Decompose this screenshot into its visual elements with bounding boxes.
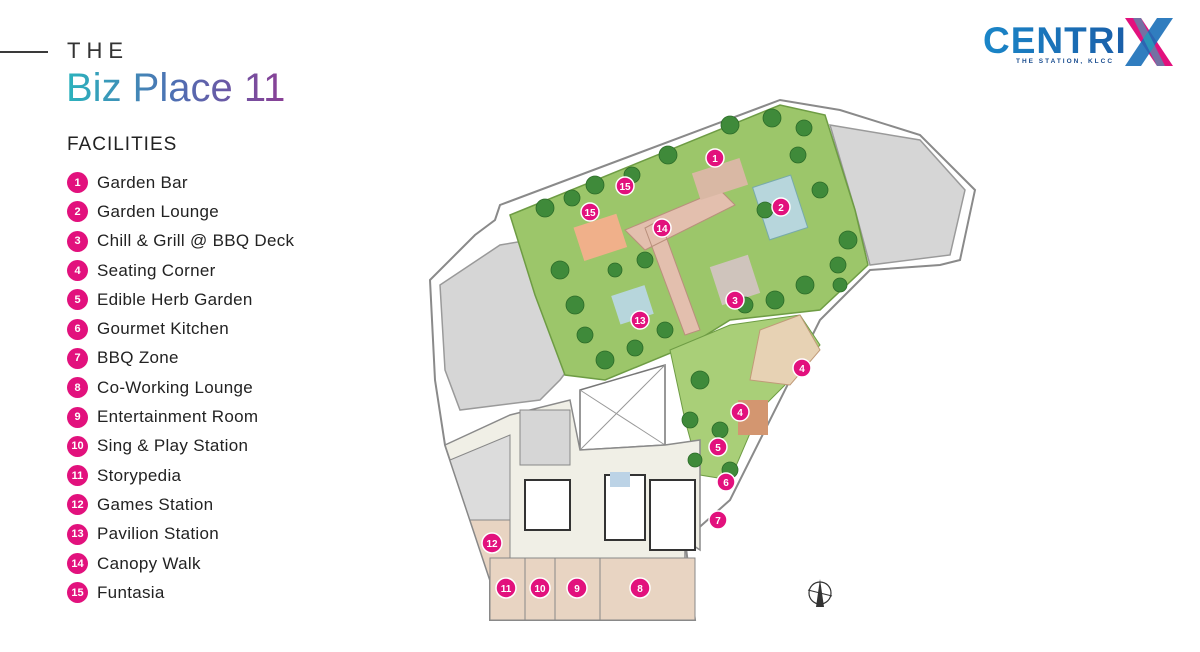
floor-plan-map: 1 2 3 4 4 5 6 7 8 9 10 11 12 13 14 15 15 <box>428 98 977 621</box>
legend-badge: 11 <box>67 465 88 487</box>
lift-lobby <box>610 472 630 487</box>
map-marker-4b: 4 <box>730 402 750 422</box>
roof-garden <box>509 104 869 381</box>
legend-label: Canopy Walk <box>97 553 201 573</box>
legend-item: 11 Storypedia <box>67 461 294 490</box>
page-title: Biz Place 11 <box>66 66 286 110</box>
map-marker-2: 2 <box>771 197 791 217</box>
marker-label: 10 <box>534 584 546 595</box>
legend-badge: 4 <box>67 260 88 282</box>
legend-badge: 13 <box>67 523 88 545</box>
legend-item: 8 Co-Working Lounge <box>67 373 294 402</box>
marker-label: 8 <box>637 584 643 595</box>
legend-item: 15 Funtasia <box>67 578 294 607</box>
map-marker-11: 11 <box>495 577 517 599</box>
marker-label: 6 <box>723 478 729 489</box>
legend-item: 5 Edible Herb Garden <box>67 285 294 314</box>
legend-label: Garden Bar <box>97 172 188 192</box>
legend-item: 10 Sing & Play Station <box>67 432 294 461</box>
bbq-deck <box>709 254 761 306</box>
legend-item: 14 Canopy Walk <box>67 549 294 578</box>
legend-label: Storypedia <box>97 465 182 485</box>
legend-item: 12 Games Station <box>67 490 294 519</box>
legend-label: Chill & Grill @ BBQ Deck <box>97 231 295 251</box>
map-marker-1: 1 <box>705 148 725 168</box>
facilities-heading: FACILITIES <box>67 134 178 155</box>
map-marker-12: 12 <box>481 532 503 554</box>
legend-item: 7 BBQ Zone <box>67 344 294 373</box>
legend-badge: 10 <box>67 435 88 457</box>
marker-label: 2 <box>778 203 784 214</box>
map-marker-3: 3 <box>725 290 745 310</box>
core-left <box>524 479 571 531</box>
marker-label: 3 <box>732 296 738 307</box>
map-marker-8: 8 <box>629 577 651 599</box>
north-arrow-icon <box>807 579 833 607</box>
legend-item: 13 Pavilion Station <box>67 520 294 549</box>
brand-logo: CENTRI THE STATION, KLCC <box>983 14 1183 70</box>
title-prefix: THE <box>67 38 129 63</box>
atrium-cross <box>579 364 666 451</box>
map-marker-15b: 15 <box>580 202 600 222</box>
marker-label: 12 <box>486 539 498 550</box>
legend-badge: 7 <box>67 347 88 369</box>
facilities-legend: 1 Garden Bar 2 Garden Lounge 3 Chill & Gril… <box>67 168 294 607</box>
legend-badge: 15 <box>67 582 88 604</box>
marker-label: 9 <box>574 584 580 595</box>
legend-badge: 14 <box>67 553 88 574</box>
legend-badge: 9 <box>67 406 88 428</box>
legend-item: 9 Entertainment Room <box>67 402 294 431</box>
marker-label: 1 <box>712 154 718 165</box>
legend-label: Seating Corner <box>97 260 216 280</box>
grey-room <box>519 409 571 466</box>
legend-label: Gourmet Kitchen <box>97 319 230 339</box>
legend-label: BBQ Zone <box>97 348 179 368</box>
legend-item: 4 Seating Corner <box>67 256 294 285</box>
marker-label: 11 <box>501 584 512 595</box>
legend-badge: 1 <box>67 172 88 194</box>
marker-label: 4 <box>799 364 805 375</box>
legend-label: Sing & Play Station <box>97 436 249 456</box>
marker-label: 14 <box>656 224 668 235</box>
map-marker-7: 7 <box>708 510 728 530</box>
legend-badge: 3 <box>67 230 88 252</box>
core-right <box>649 479 696 551</box>
map-marker-5: 5 <box>708 437 728 457</box>
legend-badge: 2 <box>67 201 88 223</box>
legend-label: Funtasia <box>97 582 165 602</box>
marker-label: 15 <box>584 208 596 219</box>
marker-label: 4 <box>737 408 743 419</box>
legend-item: 1 Garden Bar <box>67 168 294 197</box>
map-marker-6: 6 <box>716 472 736 492</box>
logo-wordmark: CENTRI <box>983 20 1127 61</box>
marker-label: 7 <box>715 516 721 527</box>
map-marker-15a: 15 <box>615 176 635 196</box>
legend-badge: 5 <box>67 289 88 311</box>
marker-label: 13 <box>634 316 646 327</box>
legend-label: Edible Herb Garden <box>97 289 253 309</box>
legend-badge: 6 <box>67 318 88 340</box>
legend-label: Entertainment Room <box>97 407 259 427</box>
legend-item: 3 Chill & Grill @ BBQ Deck <box>67 227 294 256</box>
map-marker-13: 13 <box>630 310 650 330</box>
legend-badge: 8 <box>67 377 88 399</box>
map-marker-9: 9 <box>566 577 588 599</box>
map-marker-10: 10 <box>529 577 551 599</box>
marker-label: 5 <box>715 443 721 454</box>
header-rule <box>0 51 48 53</box>
legend-item: 6 Gourmet Kitchen <box>67 314 294 343</box>
legend-label: Games Station <box>97 494 214 514</box>
logo-x-mark-icon <box>1125 18 1173 66</box>
legend-label: Pavilion Station <box>97 524 219 544</box>
map-marker-4a: 4 <box>792 358 812 378</box>
bar-deck <box>691 157 749 201</box>
map-marker-14: 14 <box>652 218 672 238</box>
legend-badge: 12 <box>67 494 88 516</box>
legend-label: Co-Working Lounge <box>97 377 253 397</box>
legend-label: Garden Lounge <box>97 201 220 221</box>
funtasia-pad <box>573 213 628 261</box>
marker-label: 15 <box>619 182 631 193</box>
logo-tagline: THE STATION, KLCC <box>1016 58 1115 65</box>
legend-item: 2 Garden Lounge <box>67 197 294 226</box>
